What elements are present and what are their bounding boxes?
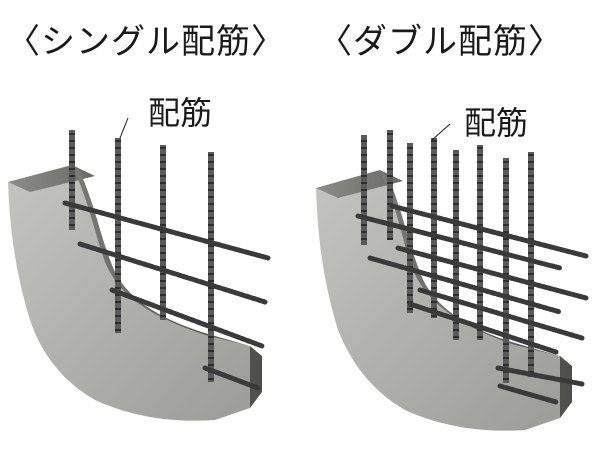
concrete-face xyxy=(8,165,250,421)
horizontal-rebar xyxy=(497,383,559,405)
vertical-rebar xyxy=(208,152,214,382)
single-rebar-title: 〈シングル配筋〉 xyxy=(6,22,286,62)
single-rebar-wall xyxy=(8,117,271,421)
double-rebar-title: 〈ダブル配筋〉 xyxy=(318,22,563,62)
vertical-rebar xyxy=(503,158,509,383)
rebar-label-single: 配筋 xyxy=(148,94,213,132)
horizontal-rebar xyxy=(417,287,585,341)
vertical-rebar xyxy=(528,152,534,377)
horizontal-rebar xyxy=(495,365,585,387)
horizontal-rebar xyxy=(62,200,271,261)
vertical-rebar xyxy=(361,135,367,245)
double-rebar-wall xyxy=(316,123,589,431)
vertical-rebar xyxy=(160,145,166,320)
vertical-rebar xyxy=(453,150,459,340)
label-leader xyxy=(431,123,451,141)
vertical-rebar xyxy=(387,130,393,240)
concrete-top xyxy=(316,170,403,198)
horizontal-rebar xyxy=(407,301,559,355)
horizontal-rebar xyxy=(367,255,563,315)
vertical-rebar xyxy=(115,138,121,333)
concrete-face xyxy=(316,170,560,431)
label-leader xyxy=(119,117,129,139)
vertical-rebar xyxy=(477,145,483,340)
vertical-rebar xyxy=(431,138,437,318)
horizontal-rebar xyxy=(202,365,261,391)
horizontal-rebar xyxy=(109,287,265,349)
horizontal-rebar xyxy=(355,213,563,271)
vertical-rebar xyxy=(69,130,75,230)
horizontal-rebar xyxy=(389,203,589,259)
horizontal-rebar xyxy=(77,241,268,305)
rebar-label-double: 配筋 xyxy=(464,104,529,142)
horizontal-rebar xyxy=(395,245,589,301)
